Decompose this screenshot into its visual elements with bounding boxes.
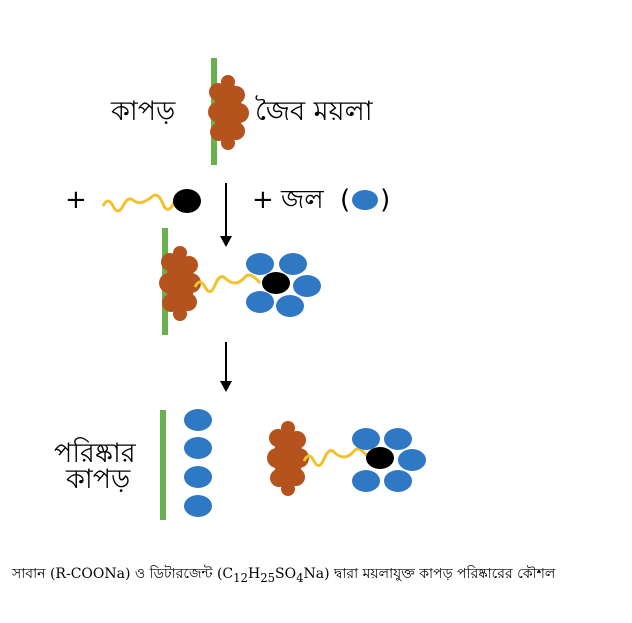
water-cluster-1 [246, 253, 321, 317]
water-cluster-2 [352, 428, 426, 492]
paren-open: ( [340, 185, 351, 215]
dirt-blob-2 [159, 246, 201, 321]
soap-tail-3 [302, 447, 370, 467]
label-water: জল [281, 185, 324, 215]
label-clean-line2: কাপড় [66, 464, 131, 495]
plus-sign-2: + [252, 185, 274, 215]
caption-prefix: সাবান (R-COONa) ও ডিটারজেন্ট (C [12, 566, 234, 582]
caption-suffix: Na) দ্বারা ময়লাযুক্ত কাপড় পরিষ্কারের ক… [303, 566, 556, 582]
paren-close: ) [380, 185, 391, 215]
caption-sub1: 12 [233, 570, 248, 585]
arrow-2-head [220, 381, 232, 392]
figure-caption: সাবান (R-COONa) ও ডিটারজেন্ট (C12H25SO4N… [12, 562, 555, 586]
caption-mid1: H [247, 566, 261, 582]
label-organic-dirt: জৈব ময়লা [255, 96, 373, 127]
dirt-blob-3 [267, 421, 309, 496]
water-column [184, 409, 212, 517]
soap-tail [101, 193, 177, 213]
cloth-strip-3 [160, 410, 166, 520]
soap-tail-2 [193, 273, 262, 293]
label-clean-line1: পরিষ্কার [54, 438, 136, 469]
soap-head-3 [366, 447, 394, 469]
label-cloth: কাপড় [111, 96, 176, 127]
soap-head-2 [262, 272, 290, 294]
water-drop-icon [352, 190, 379, 210]
caption-mid2: SO [275, 566, 297, 582]
caption-sub3: 4 [296, 570, 304, 585]
caption-sub2: 25 [260, 570, 276, 585]
water-symbol: () [340, 187, 390, 213]
soap-head [173, 189, 201, 213]
plus-sign-1: + [65, 185, 87, 215]
arrow-1-head [220, 236, 232, 247]
dirt-blob-1 [208, 75, 249, 150]
